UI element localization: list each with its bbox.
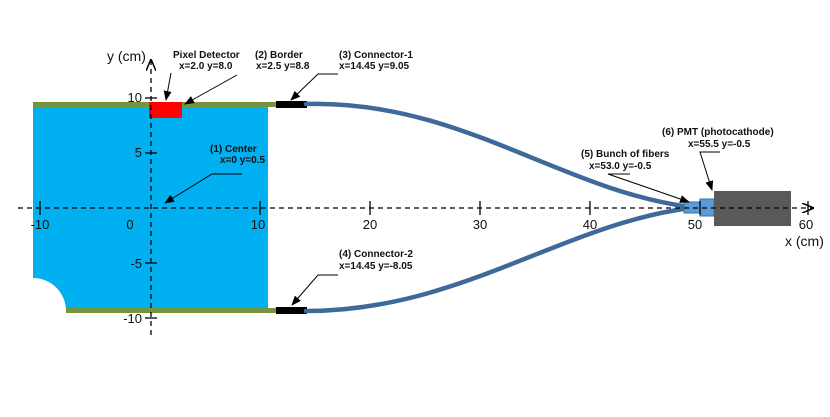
y-tick-label: -10: [123, 311, 142, 326]
svg-text:x=55.5 y=-0.5: x=55.5 y=-0.5: [688, 139, 751, 150]
pmt-arrow: [699, 151, 720, 191]
fiber-bunch-arrow: [607, 173, 690, 203]
pixel-detector-arrow: [163, 72, 172, 101]
pmt-body: [714, 191, 791, 226]
y-tick-label: -5: [130, 256, 142, 271]
svg-text:x=0 y=0.5: x=0 y=0.5: [220, 155, 265, 166]
svg-text:(3) Connector-1: (3) Connector-1: [339, 50, 413, 61]
annotation-fiber-bunch: (5) Bunch of fibers x=53.0 y=-0.5: [581, 149, 670, 172]
x-tick-label: 60: [799, 217, 813, 232]
connector-1: [276, 101, 307, 108]
x-axis-title: x (cm): [785, 233, 824, 249]
y-tick-marks: [145, 97, 157, 319]
svg-text:(1) Center: (1) Center: [210, 144, 257, 155]
annotation-pmt: (6) PMT (photocathode) x=55.5 y=-0.5: [662, 127, 774, 150]
annotation-connector-1: (3) Connector-1 x=14.45 y=9.05: [339, 50, 413, 72]
y-tick-label: 5: [135, 145, 142, 160]
svg-text:x=14.45 y=9.05: x=14.45 y=9.05: [339, 61, 410, 72]
y-tick-label: 10: [128, 90, 142, 105]
x-tick-marks: [39, 201, 809, 215]
border-arrow: [184, 74, 238, 105]
annotation-center: (1) Center x=0 y=0.5: [210, 144, 265, 166]
svg-text:x=14.45 y=-8.05: x=14.45 y=-8.05: [339, 261, 413, 272]
annotation-pixel-detector: Pixel Detector x=2.0 y=8.0: [173, 50, 240, 72]
x-tick-label: 30: [473, 217, 487, 232]
bottom-border-strip: [66, 308, 279, 313]
x-tick-label: 50: [688, 217, 702, 232]
annotation-connector-2: (4) Connector-2 x=14.45 y=-8.05: [339, 249, 413, 272]
annotation-arrows: [163, 72, 720, 306]
x-tick-label: 40: [583, 217, 597, 232]
connector-2: [276, 307, 307, 314]
y-axis-title: y (cm): [107, 48, 146, 64]
x-tick-label: 20: [363, 217, 377, 232]
svg-text:(6) PMT (photocathode): (6) PMT (photocathode): [662, 127, 774, 138]
fiber-lower: [303, 205, 693, 314]
x-tick-label: 0: [126, 217, 133, 232]
svg-text:(2) Border: (2) Border: [255, 50, 303, 61]
x-tick-label: -10: [31, 217, 50, 232]
annotation-border: (2) Border x=2.5 y=8.8: [255, 50, 310, 72]
connector-2-arrow: [291, 274, 338, 306]
center-arrow: [164, 173, 242, 204]
x-tick-label: 10: [251, 217, 265, 232]
svg-text:x=53.0 y=-0.5: x=53.0 y=-0.5: [589, 161, 652, 172]
svg-text:(4) Connector-2: (4) Connector-2: [339, 249, 413, 260]
svg-text:(5) Bunch of fibers: (5) Bunch of fibers: [581, 149, 670, 160]
connector-1-arrow: [290, 73, 338, 101]
svg-text:x=2.5 y=8.8: x=2.5 y=8.8: [256, 61, 310, 72]
svg-text:x=2.0 y=8.0: x=2.0 y=8.0: [179, 61, 233, 72]
fiber-upper: [303, 101, 693, 210]
svg-text:Pixel Detector: Pixel Detector: [173, 50, 240, 61]
pixel-detector: [149, 102, 182, 118]
